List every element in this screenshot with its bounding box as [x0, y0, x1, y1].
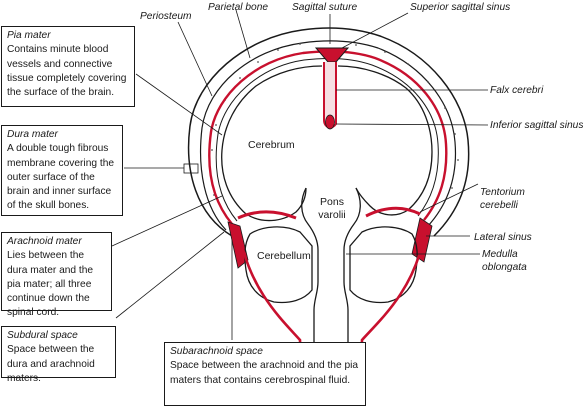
pia-mater-box: Pia mater Contains minute blood vessels … [1, 26, 135, 107]
spinal-cord-meninges [238, 235, 426, 401]
subarachnoid-space-box: Subarachnoid space Space between the ara… [164, 342, 366, 406]
pia-mater-title: Pia mater [7, 30, 51, 41]
pons-varolii-label: Pons varolii [318, 196, 346, 221]
cerebellum-contour-right [349, 226, 418, 304]
pons-varolii [301, 187, 361, 400]
falx-cerebri-label: Falx cerebri [490, 85, 544, 96]
skull-outer-contour [187, 27, 470, 237]
cerebellum-label: Cerebellum [257, 250, 311, 262]
periosteum-label: Periosteum [140, 11, 192, 22]
superior-sagittal-sinus [314, 47, 350, 63]
subarachnoid-space-title: Subarachnoid space [170, 346, 263, 357]
subdural-space-title: Subdural space [7, 330, 78, 341]
cerebrum-contour-right [337, 65, 433, 216]
arachnoid-mater-text: Lies between the dura mater and the pia … [7, 250, 94, 319]
lateral-sinus-left [227, 221, 249, 269]
sagittal-suture-label: Sagittal suture [292, 2, 358, 13]
bone-diploe-dots [209, 43, 459, 211]
dura-mater-title: Dura mater [7, 129, 58, 140]
dura-mater-text: A double tough fibrous membrane covering… [7, 143, 115, 212]
lateral-sinus-label: Lateral sinus [474, 232, 532, 243]
subdural-space-text: Space between the dura and arachnoid mat… [7, 344, 95, 384]
superior-sagittal-sinus-label: Superior sagittal sinus [410, 2, 511, 13]
inferior-sagittal-sinus-label: Inferior sagittal sinus [490, 120, 583, 131]
pia-mater-text: Contains minute blood vessels and connec… [7, 44, 127, 99]
dura-mater-box: Dura mater A double tough fibrous membra… [1, 125, 123, 216]
subarachnoid-space-text: Space between the arachnoid and the pia … [170, 360, 359, 386]
parietal-bone [199, 40, 457, 231]
parietal-bone-label: Parietal bone [208, 2, 269, 13]
tentorium-cerebelli-label: Tentorium cerebelli [480, 187, 525, 211]
inferior-sagittal-sinus [325, 114, 335, 130]
tentorium-cerebelli [237, 206, 421, 220]
medulla-oblongata-label: Medulla oblongata [482, 249, 527, 273]
dura-bracket [183, 163, 199, 174]
cerebellum-contour [244, 226, 313, 304]
leader-lines [111, 9, 489, 340]
cerebrum-label: Cerebrum [248, 139, 295, 151]
subdural-space-box: Subdural space Space between the dura an… [1, 326, 116, 384]
arachnoid-mater-box: Arachnoid mater Lies between the dura ma… [1, 232, 112, 318]
arachnoid-mater-title: Arachnoid mater [7, 236, 82, 247]
cerebrum-contour [221, 65, 323, 222]
